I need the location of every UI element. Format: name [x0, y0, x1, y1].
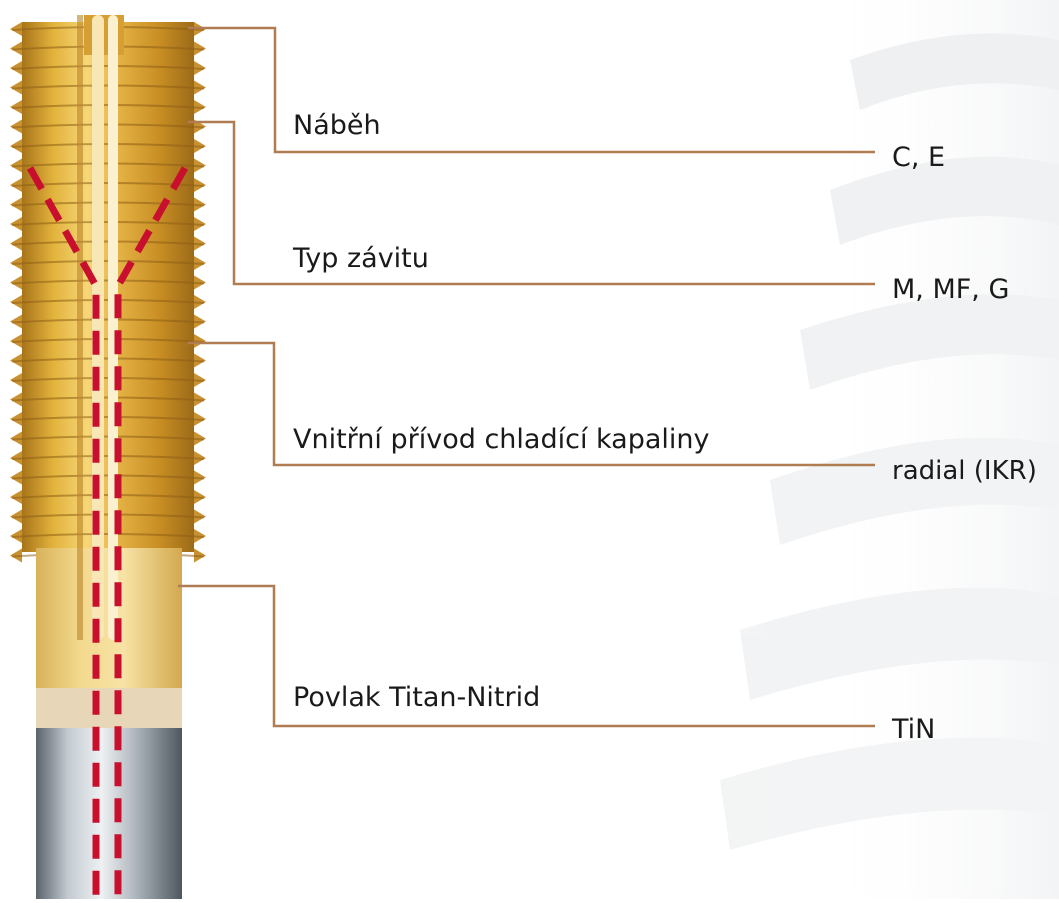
callout-value-privod: radial (IKR) — [892, 458, 1037, 484]
callout-label-nabeh: Náběh — [293, 112, 381, 139]
background-ghost-thread — [720, 0, 1059, 899]
callout-value-typ-zavitu: M, MF, G — [892, 276, 1009, 303]
callout-value-povlak: TiN — [892, 716, 935, 743]
leader-line-typ-zavitu — [188, 122, 875, 284]
callout-label-typ-zavitu: Typ závitu — [293, 245, 429, 272]
shank-section — [36, 728, 182, 899]
callout-value-nabeh: C, E — [892, 144, 945, 171]
callout-label-privod: Vnitřní přívod chladící kapaliny — [293, 426, 710, 453]
callout-label-povlak: Povlak Titan-Nitrid — [293, 684, 540, 711]
leader-line-nabeh — [188, 28, 875, 152]
